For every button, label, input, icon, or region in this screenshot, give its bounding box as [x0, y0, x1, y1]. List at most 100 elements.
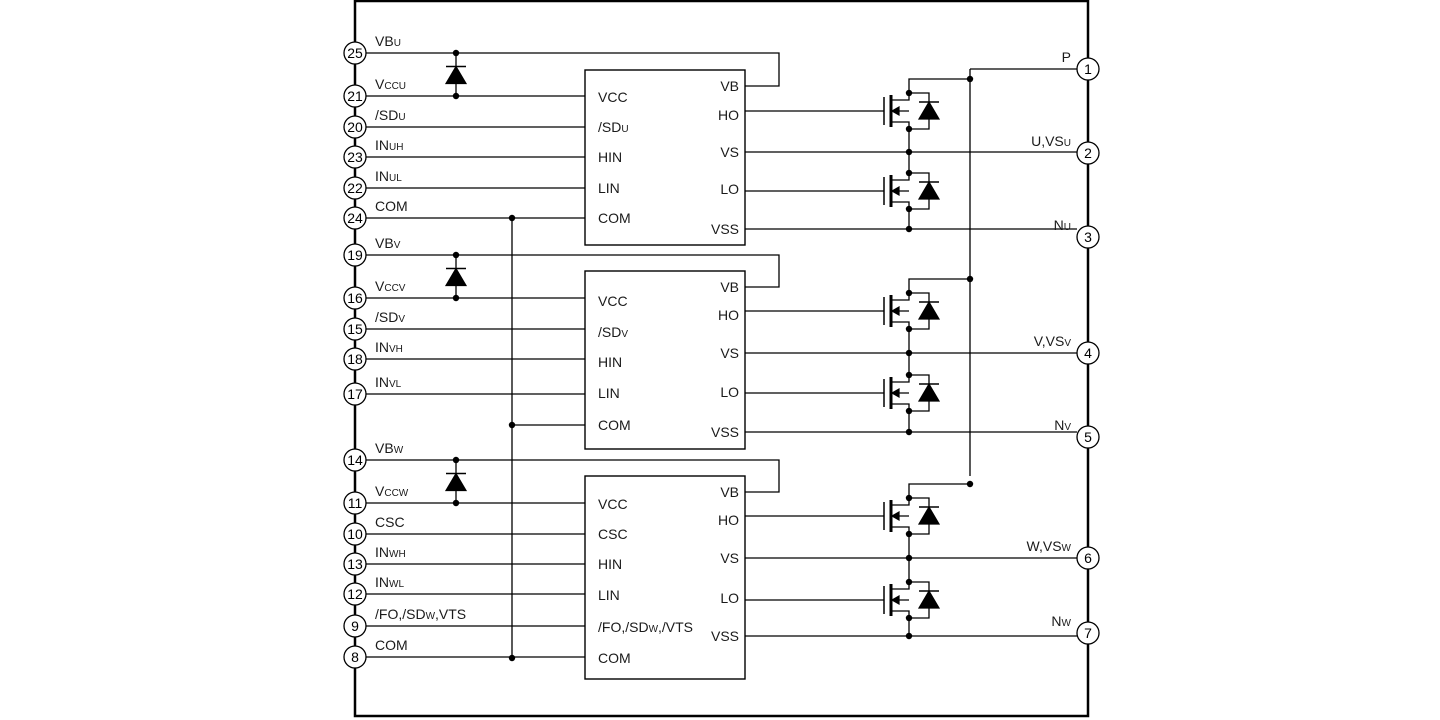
pin-24-number: 24 — [347, 210, 363, 226]
pin-18-circle — [343, 347, 367, 371]
pin-label-4: V,VSV — [1034, 333, 1072, 349]
pin-3-number: 3 — [1084, 229, 1092, 245]
driver-w-out-2: VS — [720, 550, 739, 566]
pin-21-circle — [343, 84, 367, 108]
pin-5-circle — [1076, 425, 1100, 449]
pin-12-circle — [343, 582, 367, 606]
labels: 25VBU21VCCU20/SDU23INUH22INUL24COM19VBV1… — [347, 33, 1092, 666]
pin-16-number: 16 — [347, 290, 363, 306]
pin-5-number: 5 — [1084, 429, 1092, 445]
body-diode-icon — [917, 505, 941, 525]
junction-dot — [508, 654, 516, 662]
mosfet-icon — [883, 92, 941, 130]
pin-15-number: 15 — [347, 321, 363, 337]
junction-dot — [905, 169, 913, 177]
junction-dot — [905, 349, 913, 357]
junction-dot — [905, 371, 913, 379]
junction-dot — [905, 205, 913, 213]
pin-13-circle — [343, 552, 367, 576]
arrow — [890, 387, 900, 399]
driver-v-out-4: VSS — [711, 424, 739, 440]
pin-11-circle — [343, 491, 367, 515]
pin-4-circle — [1076, 341, 1100, 365]
pin-label-6: W,VSW — [1027, 538, 1072, 554]
driver-w-ic — [584, 475, 746, 680]
pin-14-number: 14 — [347, 452, 363, 468]
pin-label-8: COM — [375, 637, 408, 653]
arrow — [890, 185, 900, 197]
pin-label-19: VBV — [375, 235, 401, 251]
pin-label-24: COM — [375, 198, 408, 214]
pin-15-circle — [343, 317, 367, 341]
driver-w-out-0: VB — [720, 484, 739, 500]
pin-17-circle — [343, 382, 367, 406]
pin-25-number: 25 — [347, 45, 363, 61]
pin-14-circle — [343, 448, 367, 472]
drain-wire — [908, 483, 970, 498]
junction-dot — [452, 49, 460, 57]
pin-2-number: 2 — [1084, 145, 1092, 161]
body-diode-icon — [917, 382, 941, 402]
pin-label-21: VCCU — [375, 76, 406, 92]
pin-8-number: 8 — [351, 649, 359, 665]
driver-v-out-2: VS — [720, 345, 739, 361]
pin-17-number: 17 — [347, 386, 363, 402]
driver-u-in-4: COM — [598, 210, 631, 226]
pin-label-5: NV — [1054, 417, 1071, 433]
arrow — [890, 510, 900, 522]
pin-label-13: INWH — [375, 544, 406, 560]
pin-9-circle — [343, 614, 367, 638]
mosfet-icon — [883, 374, 941, 412]
mosfet-icon — [883, 292, 941, 330]
driver-u-out-1: HO — [718, 107, 739, 123]
junction-dot — [905, 554, 913, 562]
junction-dot — [905, 89, 913, 97]
driver-w-out-1: HO — [718, 512, 739, 528]
driver-v-out-0: VB — [720, 279, 739, 295]
driver-v-in-1: /SDV — [598, 324, 628, 340]
pin-7-number: 7 — [1084, 625, 1092, 641]
junction-dot — [452, 92, 460, 100]
pin-label-15: /SDV — [375, 309, 405, 325]
junction-dot — [905, 428, 913, 436]
pin-label-3: NU — [1054, 217, 1071, 233]
driver-v-in-0: VCC — [598, 293, 628, 309]
driver-w-in-5: COM — [598, 650, 631, 666]
junction-dot — [508, 421, 516, 429]
driver-u-ic — [584, 69, 746, 246]
body-diode-icon — [917, 180, 941, 200]
pin-21-number: 21 — [347, 88, 363, 104]
driver-w-in-3: LIN — [598, 587, 620, 603]
junction-dot — [905, 578, 913, 586]
mosfet-icon — [883, 581, 941, 619]
pin-1-number: 1 — [1084, 61, 1092, 77]
driver-u-out-2: VS — [720, 144, 739, 160]
junction-dot — [452, 294, 460, 302]
pin-23-circle — [343, 145, 367, 169]
driver-w-in-1: CSC — [598, 526, 628, 542]
pin-label-17: INVL — [375, 374, 402, 390]
pin-label-14: VBW — [375, 440, 404, 456]
pin-label-9: /FO,/SDW,VTS — [375, 606, 466, 622]
junction-dot — [905, 325, 913, 333]
body-diode-icon — [917, 300, 941, 320]
driver-u-out-4: VSS — [711, 221, 739, 237]
pin-6-circle — [1076, 546, 1100, 570]
driver-w-out-3: LO — [720, 590, 739, 606]
driver-w-in-4: /FO,/SDW,/VTS — [598, 619, 693, 635]
pin-2-circle — [1076, 141, 1100, 165]
pin-label-2: U,VSU — [1031, 133, 1071, 149]
pin-label-1: P — [1062, 49, 1071, 65]
pin-25-circle — [343, 41, 367, 65]
pin-label-10: CSC — [375, 514, 405, 530]
driver-v-out-1: HO — [718, 307, 739, 323]
driver-u-in-3: LIN — [598, 180, 620, 196]
driver-w-in-2: HIN — [598, 556, 622, 572]
pin-label-23: INUH — [375, 137, 403, 153]
mosfet-icon — [883, 172, 941, 210]
pin-label-7: NW — [1051, 613, 1071, 629]
junction-dot — [905, 148, 913, 156]
pin-19-circle — [343, 243, 367, 267]
junction-dot — [452, 251, 460, 259]
